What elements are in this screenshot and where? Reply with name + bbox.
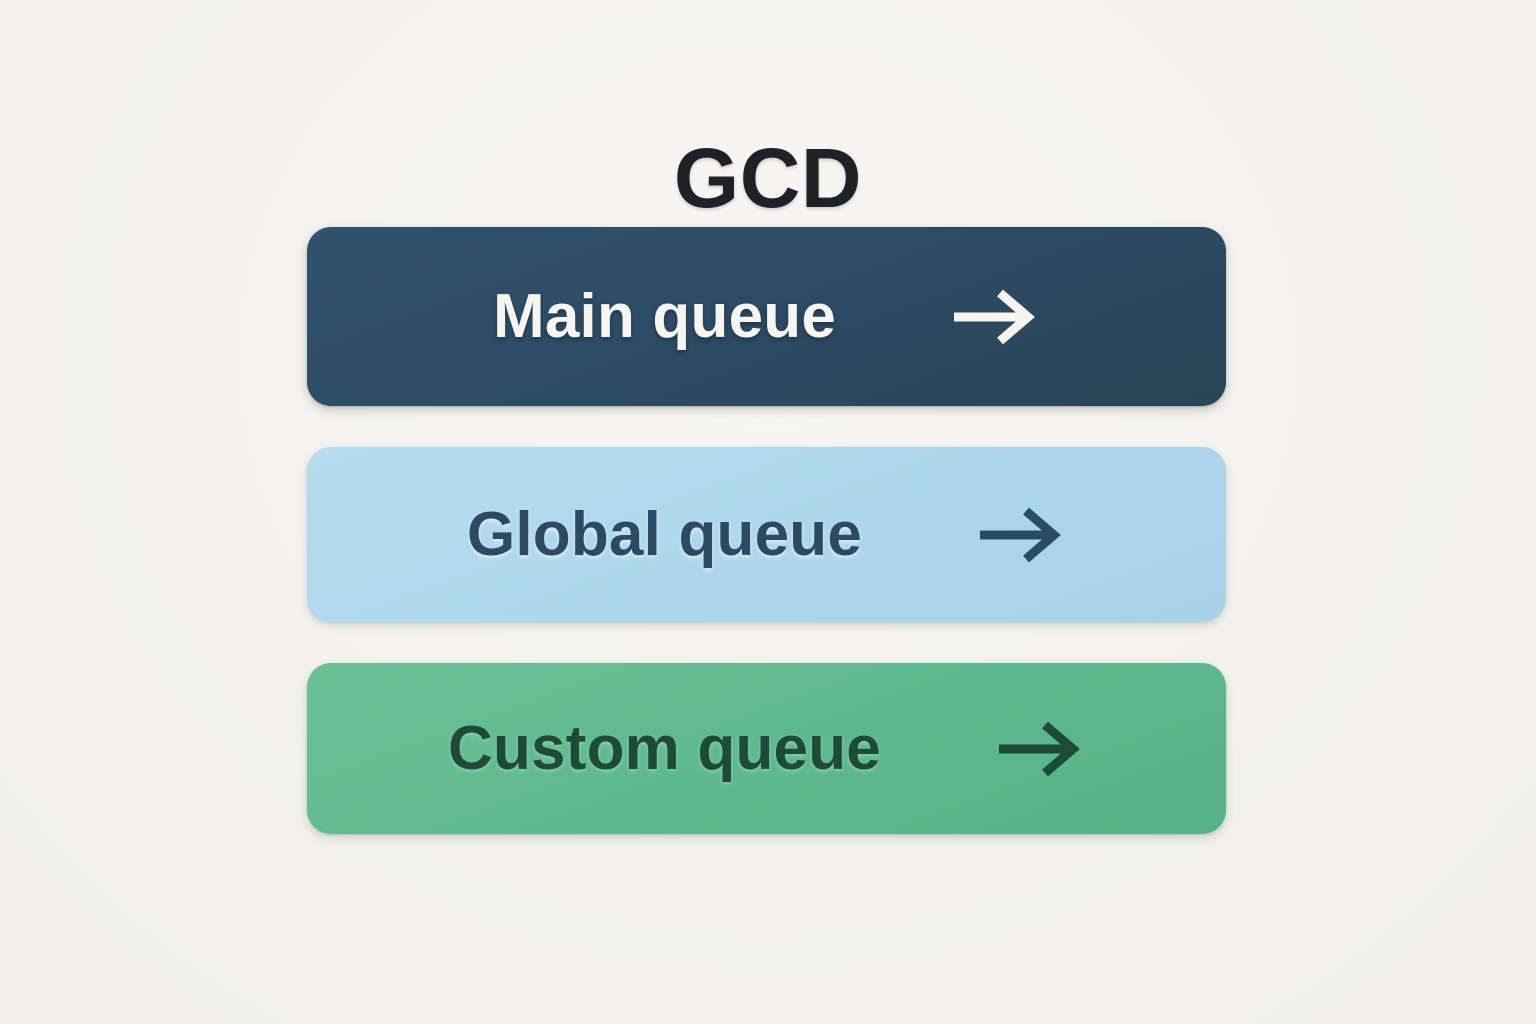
queue-button-custom-label: Custom queue	[448, 713, 881, 783]
queue-button-main-content: Main queue	[493, 285, 1040, 349]
queue-button-custom[interactable]: Custom queue	[307, 663, 1226, 834]
queue-button-custom-content: Custom queue	[448, 717, 1085, 781]
queue-button-main-label: Main queue	[492, 281, 837, 351]
arrow-right-icon	[974, 503, 1066, 567]
queue-button-global-label: Global queue	[466, 499, 863, 569]
queue-button-global-content: Global queue	[467, 503, 1066, 567]
arrow-right-icon	[948, 285, 1040, 349]
queue-button-main[interactable]: Main queue	[307, 227, 1226, 406]
arrow-right-icon	[993, 717, 1085, 781]
queue-button-global[interactable]: Global queue	[307, 447, 1226, 622]
queue-button-list: Main queue Global queue	[307, 227, 1226, 834]
page-title: GCD	[673, 131, 863, 226]
